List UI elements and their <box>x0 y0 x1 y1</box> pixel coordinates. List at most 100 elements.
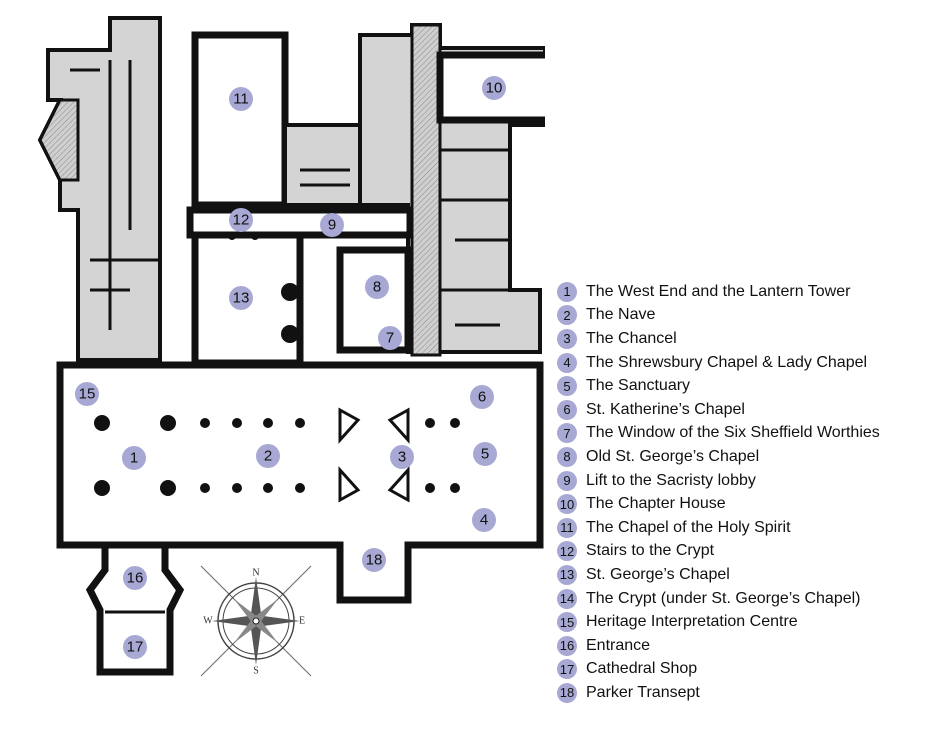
legend-label: St. Katherine’s Chapel <box>586 400 745 418</box>
legend-label: The Nave <box>586 306 656 324</box>
legend-item-5[interactable]: 5 The Sanctuary <box>557 374 932 398</box>
legend-item-13[interactable]: 13 St. George’s Chapel <box>557 563 932 587</box>
legend-label: The Chapter House <box>586 495 726 513</box>
legend-item-14[interactable]: 14 The Crypt (under St. George’s Chapel) <box>557 587 932 611</box>
svg-text:1: 1 <box>130 450 138 467</box>
legend-item-16[interactable]: 16 Entrance <box>557 634 932 658</box>
legend-item-11[interactable]: 11 The Chapel of the Holy Spirit <box>557 516 932 540</box>
svg-text:9: 9 <box>328 217 336 234</box>
plan-marker-6[interactable]: 6 <box>470 385 494 409</box>
legend-badge: 18 <box>557 682 577 703</box>
legend-item-17[interactable]: 17 Cathedral Shop <box>557 658 932 682</box>
central-annex <box>283 123 362 207</box>
legend-label: The Chapel of the Holy Spirit <box>586 518 791 536</box>
legend-badge: 7 <box>557 423 577 444</box>
plan-marker-8[interactable]: 8 <box>365 275 389 299</box>
plan-marker-9[interactable]: 9 <box>320 213 344 237</box>
legend-item-1[interactable]: 1 The West End and the Lantern Tower <box>557 280 932 304</box>
svg-text:11: 11 <box>233 91 249 108</box>
legend-item-7[interactable]: 7 The Window of the Six Sheffield Worthie… <box>557 422 932 446</box>
svg-text:17: 17 <box>127 639 144 656</box>
legend-label: The Crypt (under St. George’s Chapel) <box>586 589 861 607</box>
svg-text:16: 16 <box>127 570 144 587</box>
svg-text:5: 5 <box>481 446 489 463</box>
legend-label: The Window of the Six Sheffield Worthies <box>586 424 880 442</box>
plan-marker-12[interactable]: 12 <box>229 208 253 232</box>
plan-marker-3[interactable]: 3 <box>390 445 414 469</box>
compass-west: W <box>203 616 213 627</box>
pillars <box>94 232 460 496</box>
legend-item-8[interactable]: 8 Old St. George’s Chapel <box>557 445 932 469</box>
plan-marker-15[interactable]: 15 <box>75 382 99 406</box>
compass-south: S <box>253 666 259 677</box>
legend-badge: 4 <box>557 352 577 373</box>
legend-badge: 11 <box>557 517 577 538</box>
svg-text:4: 4 <box>480 512 488 529</box>
legend-label: St. George’s Chapel <box>586 565 730 583</box>
legend-badge: 14 <box>557 588 577 609</box>
svg-text:13: 13 <box>233 290 250 307</box>
legend-badge: 2 <box>557 305 577 326</box>
legend-badge: 17 <box>557 659 577 680</box>
plan-marker-10[interactable]: 10 <box>482 76 506 100</box>
legend-badge: 16 <box>557 635 577 656</box>
legend-badge: 9 <box>557 470 577 491</box>
legend-label: Heritage Interpretation Centre <box>586 613 798 631</box>
plan-markers: 1 2 3 4 5 6 7 8 9 10 11 12 13 15 16 17 1… <box>75 76 506 659</box>
svg-text:7: 7 <box>386 330 394 347</box>
legend-badge: 8 <box>557 446 577 467</box>
legend-badge: 15 <box>557 612 577 633</box>
legend-badge: 12 <box>557 541 577 562</box>
legend-item-10[interactable]: 10 The Chapter House <box>557 492 932 516</box>
legend-label: Entrance <box>586 636 651 654</box>
legend-item-2[interactable]: 2 The Nave <box>557 304 932 328</box>
crypt-stairs-corridor <box>186 206 414 239</box>
plan-marker-2[interactable]: 2 <box>256 444 280 468</box>
plan-marker-4[interactable]: 4 <box>472 508 496 532</box>
legend-label: Old St. George’s Chapel <box>586 447 760 465</box>
svg-text:12: 12 <box>233 212 250 229</box>
compass-east: E <box>299 616 305 627</box>
legend-item-15[interactable]: 15 Heritage Interpretation Centre <box>557 610 932 634</box>
plan-marker-18[interactable]: 18 <box>362 548 386 572</box>
svg-text:3: 3 <box>398 449 406 466</box>
legend-label: Cathedral Shop <box>586 660 698 678</box>
svg-text:2: 2 <box>264 448 272 465</box>
compass-north: N <box>252 568 259 579</box>
floor-plan: N S E W 1 2 3 4 5 6 7 8 9 10 11 12 13 15… <box>37 16 545 677</box>
legend-label: Stairs to the Crypt <box>586 542 715 560</box>
legend-item-3[interactable]: 3 The Chancel <box>557 327 932 351</box>
plan-marker-11[interactable]: 11 <box>229 87 253 111</box>
plan-marker-7[interactable]: 7 <box>378 326 402 350</box>
plan-marker-16[interactable]: 16 <box>123 566 147 590</box>
plan-marker-13[interactable]: 13 <box>229 286 253 310</box>
svg-text:18: 18 <box>366 552 383 569</box>
plan-marker-17[interactable]: 17 <box>123 635 147 659</box>
legend-badge: 13 <box>557 564 577 585</box>
legend-label: The Chancel <box>586 329 677 347</box>
plan-marker-5[interactable]: 5 <box>473 442 497 466</box>
legend-label: The West End and the Lantern Tower <box>586 282 851 300</box>
holy-spirit-chapel <box>191 31 289 209</box>
west-annex <box>37 16 162 362</box>
svg-text:6: 6 <box>478 389 486 406</box>
svg-text:8: 8 <box>373 279 381 296</box>
plan-marker-1[interactable]: 1 <box>122 446 146 470</box>
legend-item-6[interactable]: 6 St. Katherine’s Chapel <box>557 398 932 422</box>
svg-text:15: 15 <box>79 386 96 403</box>
svg-text:10: 10 <box>486 80 503 97</box>
legend-badge: 6 <box>557 399 577 420</box>
legend-item-12[interactable]: 12 Stairs to the Crypt <box>557 540 932 564</box>
compass-rose: N S E W <box>200 565 312 677</box>
legend-badge: 3 <box>557 328 577 349</box>
legend-label: The Sanctuary <box>586 377 691 395</box>
legend-label: Lift to the Sacristy lobby <box>586 471 756 489</box>
entrance-wing <box>85 541 185 676</box>
legend-badge: 10 <box>557 494 577 515</box>
legend-item-9[interactable]: 9 Lift to the Sacristy lobby <box>557 469 932 493</box>
legend-badge: 5 <box>557 376 577 397</box>
legend-badge: 1 <box>557 281 577 302</box>
